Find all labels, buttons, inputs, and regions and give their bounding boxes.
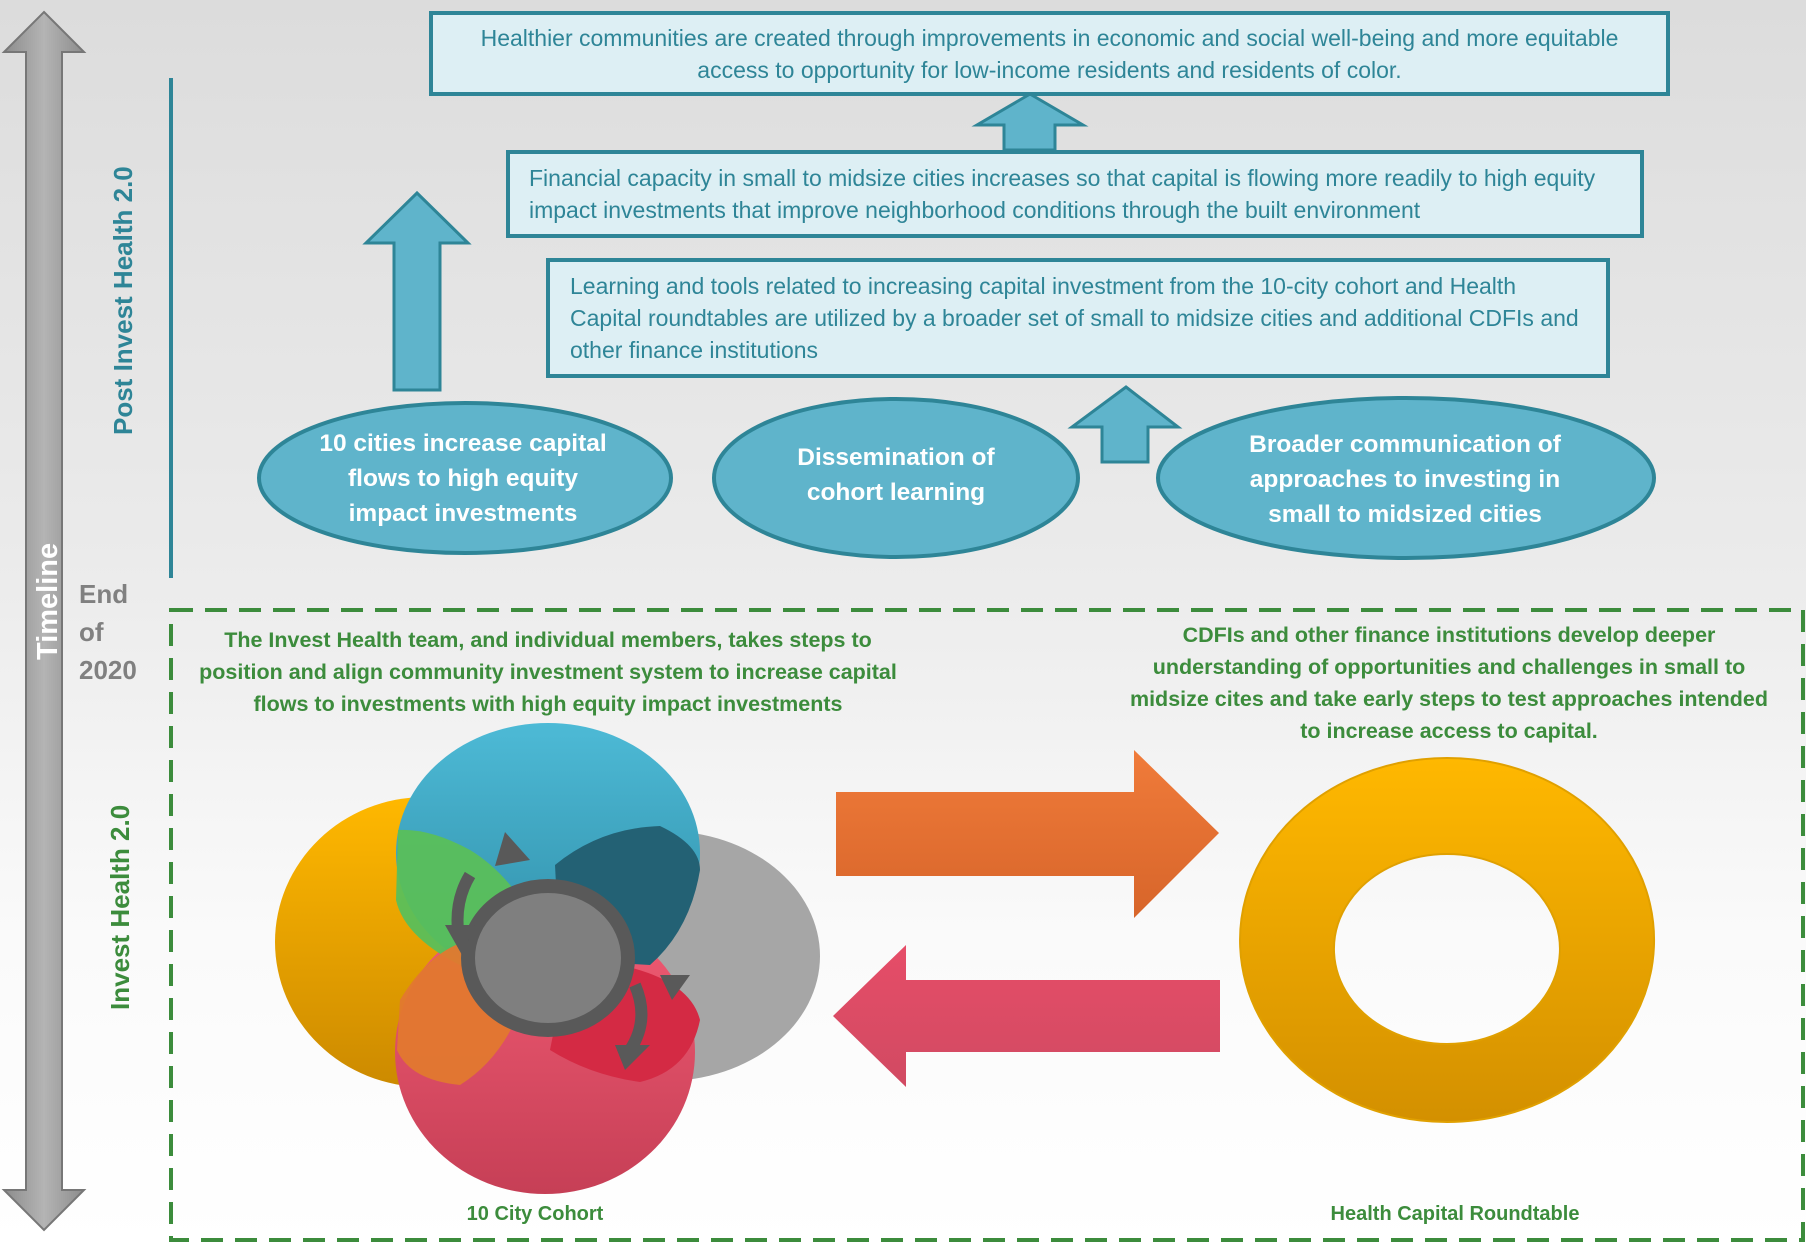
cohort-venn [275, 723, 820, 1194]
cycle-arrow-lower [624, 982, 648, 1054]
post-phase-label: Post Invest Health 2.0 [108, 166, 138, 435]
activity-ellipse-2 [712, 397, 1080, 559]
cycle-arrowhead-upper [445, 925, 475, 955]
activity-label-1: 10 cities increase capital flows to high… [319, 429, 607, 527]
outcome-middle-text: Financial capacity in small to midsize c… [529, 165, 1596, 223]
roundtable-caption: Health Capital Roundtable [1330, 1203, 1580, 1225]
end-of-2020-marker: End of 2020 [79, 575, 137, 689]
up-arrow-lower [1067, 385, 1183, 464]
activity-ellipse-1 [257, 401, 673, 555]
outcome-box-middle: Financial capacity in small to midsize c… [506, 150, 1644, 238]
outcome-box-lower: Learning and tools related to increasing… [546, 258, 1610, 378]
activity-label-3: Broader communication of approaches to i… [1249, 430, 1561, 528]
timeline-label: Timeline [32, 542, 64, 660]
cdfi-statement: CDFIs and other finance institutions dev… [1129, 623, 1769, 743]
left-arrow [833, 945, 1220, 1087]
up-arrow-middle [971, 92, 1089, 152]
current-phase-label: Invest Health 2.0 [105, 804, 135, 1010]
timeline-arrow [1, 10, 87, 1232]
roundtable-ring [1239, 757, 1656, 1123]
venn-center [461, 879, 635, 1037]
activity-ellipse-3 [1156, 396, 1656, 560]
post-phase-line [169, 78, 173, 578]
outcome-top-text: Healthier communities are created throug… [480, 24, 1619, 83]
outcome-lower-text: Learning and tools related to increasing… [570, 273, 1579, 363]
cycle-arrowhead-top [495, 832, 530, 866]
end-marker-line-3: 2020 [79, 655, 137, 685]
team-statement: The Invest Health team, and individual m… [199, 628, 897, 716]
outcome-box-top: Healthier communities are created throug… [429, 11, 1670, 96]
invest-health-frame [169, 608, 1805, 1242]
right-arrow [836, 750, 1219, 918]
end-marker-line-1: End [79, 579, 129, 609]
activity-label-2: Dissemination of cohort learning [797, 444, 995, 506]
cohort-caption: 10 City Cohort [466, 1203, 604, 1225]
end-marker-line-2: of [79, 617, 104, 647]
cycle-arrowhead-lower [615, 1045, 650, 1070]
up-arrow-left [362, 190, 472, 392]
cycle-arrowhead-right [660, 975, 690, 1000]
